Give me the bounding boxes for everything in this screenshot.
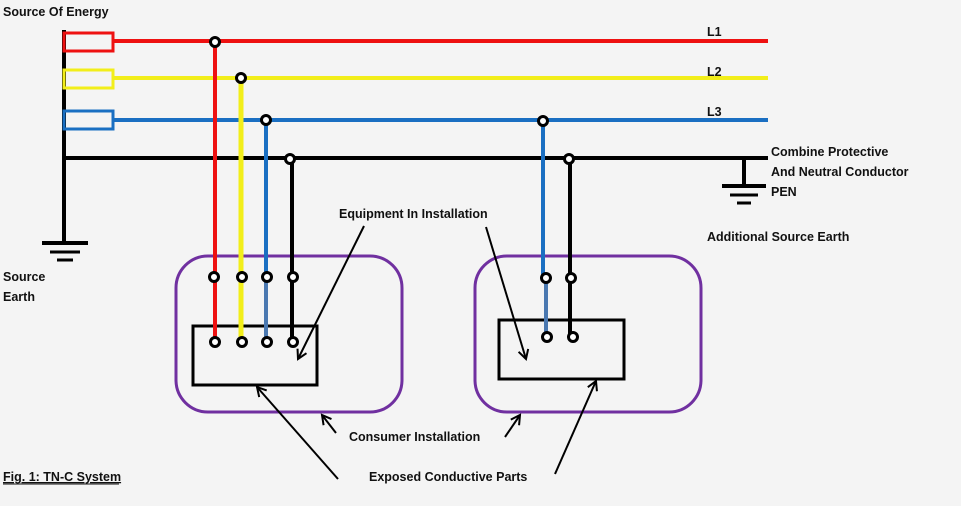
node-pen-tap-2 [563, 153, 575, 165]
arrow-equipment-2 [485, 226, 526, 359]
consumer-installation-1 [174, 254, 404, 414]
node-pen-tap-1 [284, 153, 296, 165]
equip1-terminal-l2 [236, 336, 248, 348]
label-additional-source-earth: Additional Source Earth [707, 230, 849, 244]
arrow-equipment-1 [298, 225, 365, 359]
arrow-consumer-2 [504, 415, 520, 438]
label-source-of-energy: Source Of Energy [3, 5, 109, 19]
node-l3-tap-1 [260, 114, 272, 126]
fuse-l3 [62, 109, 115, 131]
fuse-l2 [62, 68, 115, 90]
additional-earth-symbol [722, 158, 766, 205]
equip2-terminal-l3 [541, 331, 553, 343]
terminal-inst1-l2 [236, 271, 248, 283]
equipment-2 [497, 318, 626, 381]
node-l3-tap-2 [537, 115, 549, 127]
arrow-exposed-1 [257, 387, 339, 480]
equipment-1 [191, 324, 319, 387]
equip1-terminal-pen [287, 336, 299, 348]
fuse-l1 [62, 31, 115, 53]
equip2-terminal-pen [567, 331, 579, 343]
terminal-inst1-l1 [208, 271, 220, 283]
terminal-inst2-pen [565, 272, 577, 284]
arrow-exposed-2 [554, 381, 596, 475]
label-pen-line1: Combine Protective [771, 145, 888, 159]
terminal-inst2-l3 [540, 272, 552, 284]
equip1-terminal-l1 [209, 336, 221, 348]
label-pen-line2: And Neutral Conductor [771, 165, 909, 179]
consumer-installation-2 [473, 254, 703, 414]
node-l2-tap-1 [235, 72, 247, 84]
label-pen-line3: PEN [771, 185, 797, 199]
terminal-inst1-pen [287, 271, 299, 283]
equip1-terminal-l3 [261, 336, 273, 348]
figure-caption: Fig. 1: TN-C System [3, 470, 121, 484]
label-source-earth-2: Earth [3, 290, 35, 304]
label-consumer-installation: Consumer Installation [349, 430, 480, 444]
terminal-inst1-l3 [261, 271, 273, 283]
label-l1: L1 [707, 25, 722, 39]
label-exposed-conductive-parts: Exposed Conductive Parts [369, 470, 527, 484]
label-source-earth-1: Source [3, 270, 45, 284]
label-l3: L3 [707, 105, 722, 119]
label-l2: L2 [707, 65, 722, 79]
arrow-consumer-1 [322, 415, 337, 434]
label-equipment-in-installation: Equipment In Installation [339, 207, 488, 221]
node-l1-tap-1 [209, 36, 221, 48]
source-earth-symbol [42, 241, 88, 262]
